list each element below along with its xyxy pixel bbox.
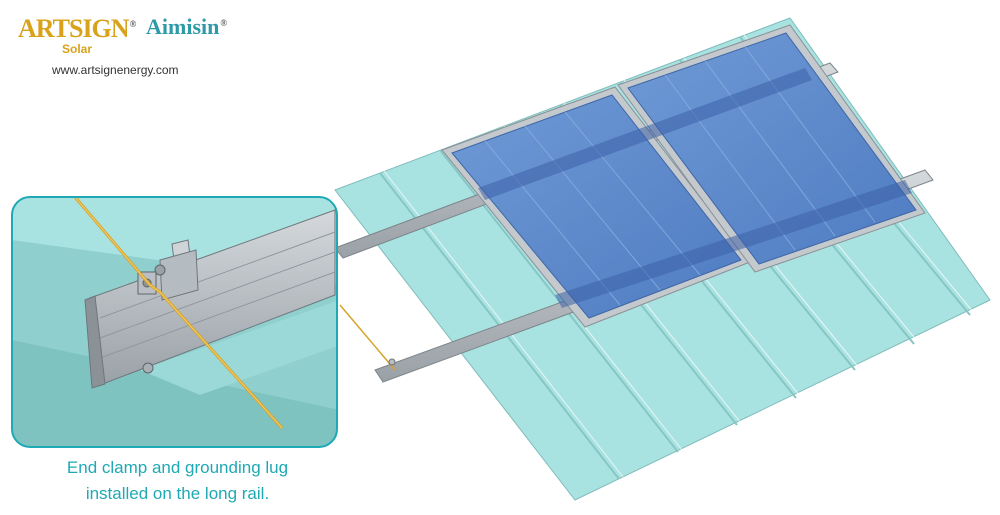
- artsign-logo-text: ARTSIGN: [18, 14, 130, 43]
- grounding-wire-main: [339, 304, 396, 371]
- detail-inset: [11, 196, 338, 448]
- artsign-registered-mark: ®: [129, 19, 137, 30]
- artsign-logo: ARTSIGN®: [18, 14, 137, 44]
- inset-caption: End clamp and grounding lug installed on…: [20, 455, 335, 507]
- caption-line-1: End clamp and grounding lug: [66, 458, 289, 477]
- caption-line-2: installed on the long rail.: [85, 484, 270, 503]
- end-clamp-icon: [154, 239, 199, 301]
- aimisin-logo: Aimisin®: [146, 14, 227, 40]
- website-url: www.artsignenergy.com: [52, 63, 179, 77]
- aimisin-logo-text: Aimisin: [146, 14, 220, 39]
- aimisin-registered-mark: ®: [220, 17, 228, 28]
- artsign-solar-label: Solar: [62, 42, 93, 56]
- brand-header: ARTSIGN® Solar Aimisin® www.artsignenerg…: [18, 10, 258, 80]
- rail-under-panels: [478, 68, 912, 308]
